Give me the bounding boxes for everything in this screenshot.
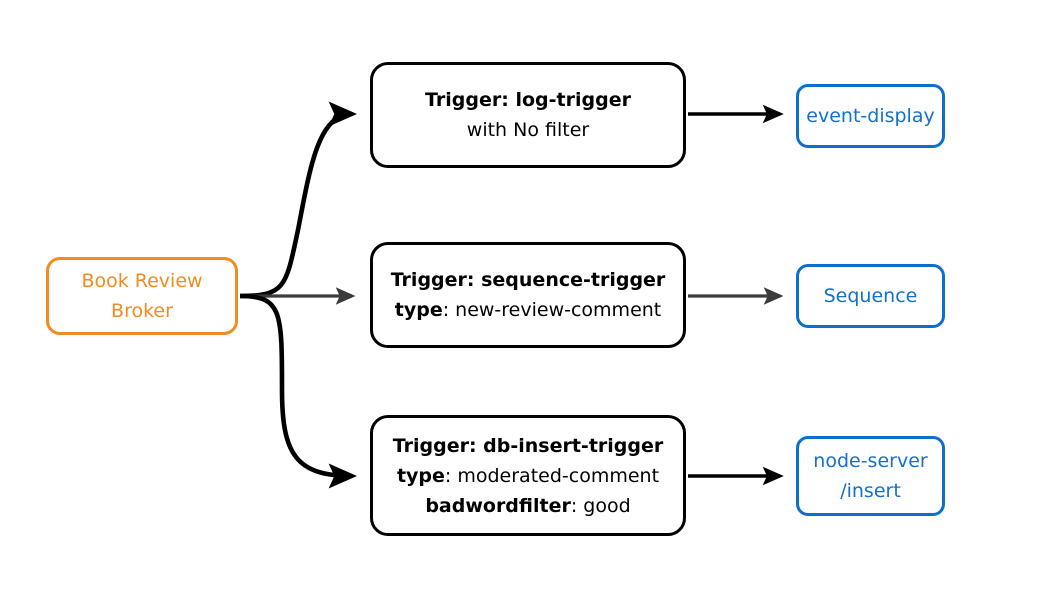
trigger-db-insert-trigger-line-3-value: : good — [570, 494, 631, 517]
trigger-sequence-trigger-line-1: Trigger: sequence-trigger — [391, 265, 666, 295]
trigger-db-insert-trigger-line-3-key: badwordfilter — [425, 494, 571, 517]
service-event-display-label: event-display — [806, 105, 935, 127]
trigger-db-insert-trigger-line-1-key: Trigger: db-insert-trigger — [392, 434, 664, 457]
broker-label-line1: Book Review — [81, 270, 203, 292]
service-node-server-label-line2: /insert — [840, 480, 901, 502]
node-trigger-sequence-trigger[interactable]: Trigger: sequence-trigger type: new-revi… — [370, 242, 686, 348]
node-trigger-db-insert-trigger[interactable]: Trigger: db-insert-trigger type: moderat… — [370, 415, 686, 536]
node-service-sequence[interactable]: Sequence — [796, 264, 945, 328]
trigger-db-insert-trigger-line-1: Trigger: db-insert-trigger — [393, 431, 664, 461]
trigger-sequence-trigger-line-2-key: type — [394, 299, 443, 321]
trigger-log-trigger-line-2-value: with No filter — [466, 119, 590, 141]
trigger-db-insert-trigger-line-2-key: type — [396, 464, 445, 487]
trigger-db-insert-trigger-line-2: type: moderated-comment — [397, 461, 659, 491]
service-sequence-label: Sequence — [823, 285, 918, 307]
trigger-db-insert-trigger-line-2-value: : moderated-comment — [444, 464, 660, 487]
trigger-sequence-trigger-line-2-value: : new-review-comment — [442, 299, 662, 321]
node-service-event-display[interactable]: event-display — [796, 84, 945, 148]
trigger-log-trigger-line-1-key: Trigger: log-trigger — [425, 89, 631, 111]
trigger-db-insert-trigger-line-3: badwordfilter: good — [425, 491, 630, 521]
edge-broker-to-log-trigger — [239, 101, 358, 299]
node-service-node-server-insert[interactable]: node-server /insert — [796, 436, 945, 516]
node-book-review-broker[interactable]: Book Review Broker — [46, 257, 238, 335]
trigger-sequence-trigger-line-2: type: new-review-comment — [395, 295, 662, 325]
node-trigger-log-trigger[interactable]: Trigger: log-trigger with No filter — [370, 62, 686, 168]
service-node-server-label-line1: node-server — [813, 450, 928, 472]
broker-label-line2: Broker — [111, 300, 173, 322]
trigger-log-trigger-line-2: with No filter — [467, 115, 589, 145]
trigger-log-trigger-line-1: Trigger: log-trigger — [425, 85, 631, 115]
edge-broker-to-db-insert-trigger — [239, 293, 358, 489]
trigger-sequence-trigger-line-1-key: Trigger: sequence-trigger — [390, 269, 666, 291]
